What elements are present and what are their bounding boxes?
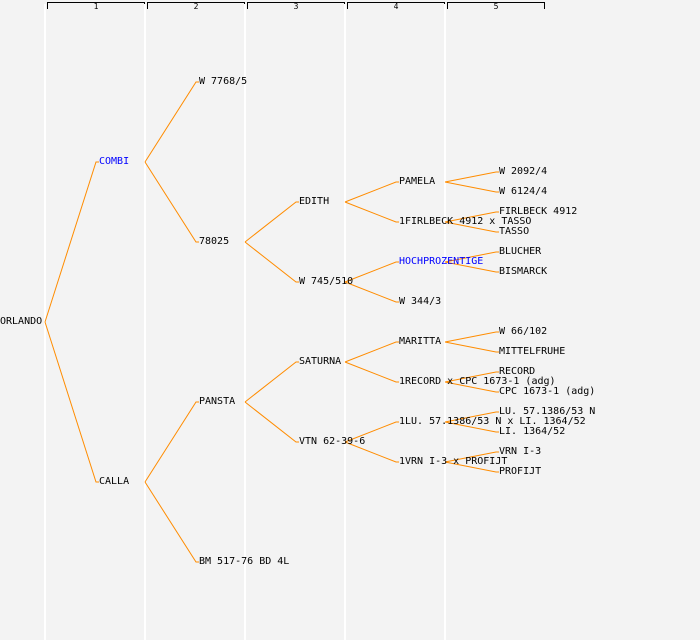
pedigree-node: LU. 57.1386/53 N xyxy=(499,406,596,417)
pedigree-edge xyxy=(344,281,399,303)
pedigree-edge xyxy=(344,201,399,223)
pedigree-node[interactable]: COMBI xyxy=(99,156,130,167)
pedigree-edge xyxy=(244,241,299,283)
pedigree-edge xyxy=(444,421,499,433)
pedigree-edge xyxy=(444,341,499,353)
pedigree-edge xyxy=(444,261,499,273)
pedigree-edge xyxy=(244,201,299,243)
pedigree-node: PANSTA xyxy=(199,396,236,407)
pedigree-node: CALLA xyxy=(99,476,130,487)
pedigree-edge xyxy=(444,171,499,183)
pedigree-node: EDITH xyxy=(299,196,330,207)
pedigree-node: PAMELA xyxy=(399,176,436,187)
pedigree-edge xyxy=(444,411,499,423)
pedigree-node[interactable]: HOCHPROZENTIGE xyxy=(399,256,484,267)
pedigree-edge xyxy=(44,321,99,483)
pedigree-node: CPC 1673-1 (adg) xyxy=(499,386,596,397)
column-header: 5 xyxy=(447,2,545,11)
pedigree-edge xyxy=(344,421,399,443)
column-divider xyxy=(244,4,246,640)
pedigree-node: W 2092/4 xyxy=(499,166,548,177)
column-number: 3 xyxy=(293,2,299,11)
pedigree-node: W 7768/5 xyxy=(199,76,248,87)
pedigree-edge xyxy=(244,361,299,403)
pedigree-edge xyxy=(444,181,499,193)
pedigree-node: W 745/510 xyxy=(299,276,354,287)
pedigree-edge xyxy=(444,371,499,383)
pedigree-node: 78025 xyxy=(199,236,230,247)
pedigree-edge xyxy=(144,481,199,563)
pedigree-edge xyxy=(244,401,299,443)
column-number: 4 xyxy=(393,2,399,11)
pedigree-edge xyxy=(144,81,199,163)
pedigree-node: MITTELFRUHE xyxy=(499,346,566,357)
pedigree-edge xyxy=(44,161,99,323)
pedigree-node: LI. 1364/52 xyxy=(499,426,566,437)
pedigree-node: BISMARCK xyxy=(499,266,548,277)
pedigree-node: VTN 62-39-6 xyxy=(299,436,366,447)
pedigree-edge xyxy=(344,361,399,383)
pedigree-node: RECORD xyxy=(499,366,536,377)
pedigree-node: 1FIRLBECK 4912 x TASSO xyxy=(399,216,532,227)
pedigree-edge xyxy=(344,341,399,363)
pedigree-edge xyxy=(444,451,499,463)
column-number: 1 xyxy=(93,2,99,11)
pedigree-node: 1RECORD x CPC 1673-1 (adg) xyxy=(399,376,556,387)
pedigree-node: W 6124/4 xyxy=(499,186,548,197)
pedigree-edge xyxy=(444,331,499,343)
column-divider xyxy=(144,4,146,640)
pedigree-node: W 66/102 xyxy=(499,326,548,337)
pedigree-edge xyxy=(144,401,199,483)
pedigree-node: TASSO xyxy=(499,226,530,237)
pedigree-edge xyxy=(344,181,399,203)
pedigree-edge xyxy=(344,441,399,463)
pedigree-node: BLUCHER xyxy=(499,246,542,257)
pedigree-node: VRN I-3 xyxy=(499,446,542,457)
pedigree-node: ORLANDO xyxy=(0,316,43,327)
pedigree-node: BM 517-76 BD 4L xyxy=(199,556,290,567)
pedigree-node: SATURNA xyxy=(299,356,342,367)
column-number: 5 xyxy=(493,2,499,11)
pedigree-edge xyxy=(444,381,499,393)
column-divider xyxy=(344,4,346,640)
column-divider xyxy=(444,4,446,640)
pedigree-node: PROFIJT xyxy=(499,466,542,477)
pedigree-edge xyxy=(444,251,499,263)
pedigree-edge xyxy=(444,211,499,223)
pedigree-node: 1LU. 57.1386/53 N x LI. 1364/52 xyxy=(399,416,586,427)
pedigree-edge xyxy=(444,461,499,473)
pedigree-node: MARITTA xyxy=(399,336,442,347)
pedigree-edge xyxy=(344,261,399,283)
pedigree-node: W 344/3 xyxy=(399,296,442,307)
pedigree-node: FIRLBECK 4912 xyxy=(499,206,578,217)
pedigree-edge xyxy=(144,161,199,243)
column-number: 2 xyxy=(193,2,199,11)
pedigree-node: 1VRN I-3 x PROFIJT xyxy=(399,456,508,467)
pedigree-edge xyxy=(444,221,499,233)
